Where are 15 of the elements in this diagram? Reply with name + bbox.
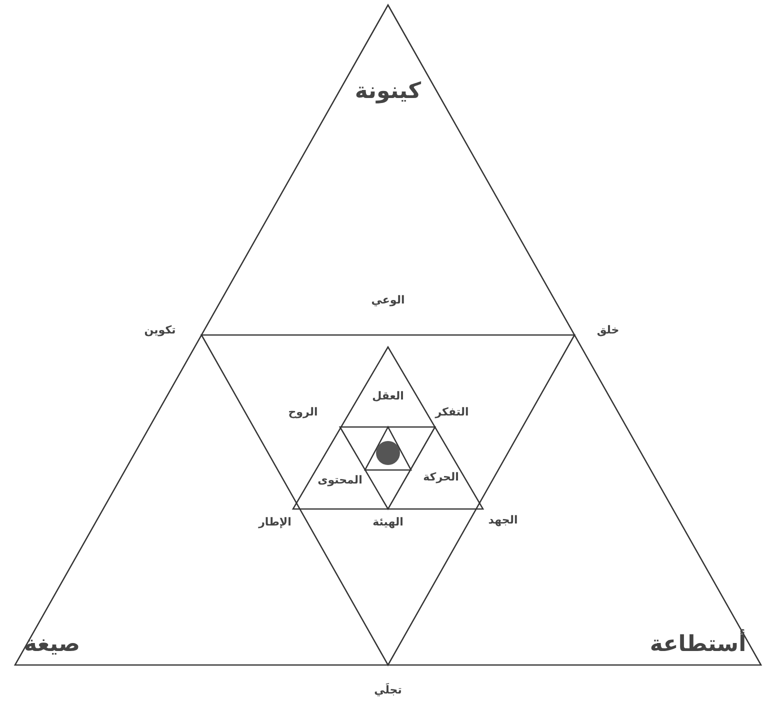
word-label: الهيئة	[372, 515, 404, 529]
word-label: الوعي	[371, 293, 405, 307]
word-label: المحتوى	[318, 473, 362, 487]
word-label: التفكر	[435, 405, 469, 419]
word-label: الروح	[288, 405, 318, 419]
word-label: تكوين	[144, 323, 176, 337]
word-label: أستطاعة	[650, 632, 746, 658]
word-label: صيغة	[24, 632, 80, 658]
word-label: العقل	[372, 389, 404, 403]
word-label: كينونة	[354, 78, 422, 106]
word-label: الحركة	[423, 470, 459, 484]
word-label: الجهد	[488, 513, 518, 527]
word-label: الإطار	[258, 515, 292, 529]
word-label: تجلَي	[374, 683, 402, 697]
word-label: خلق	[596, 323, 620, 337]
